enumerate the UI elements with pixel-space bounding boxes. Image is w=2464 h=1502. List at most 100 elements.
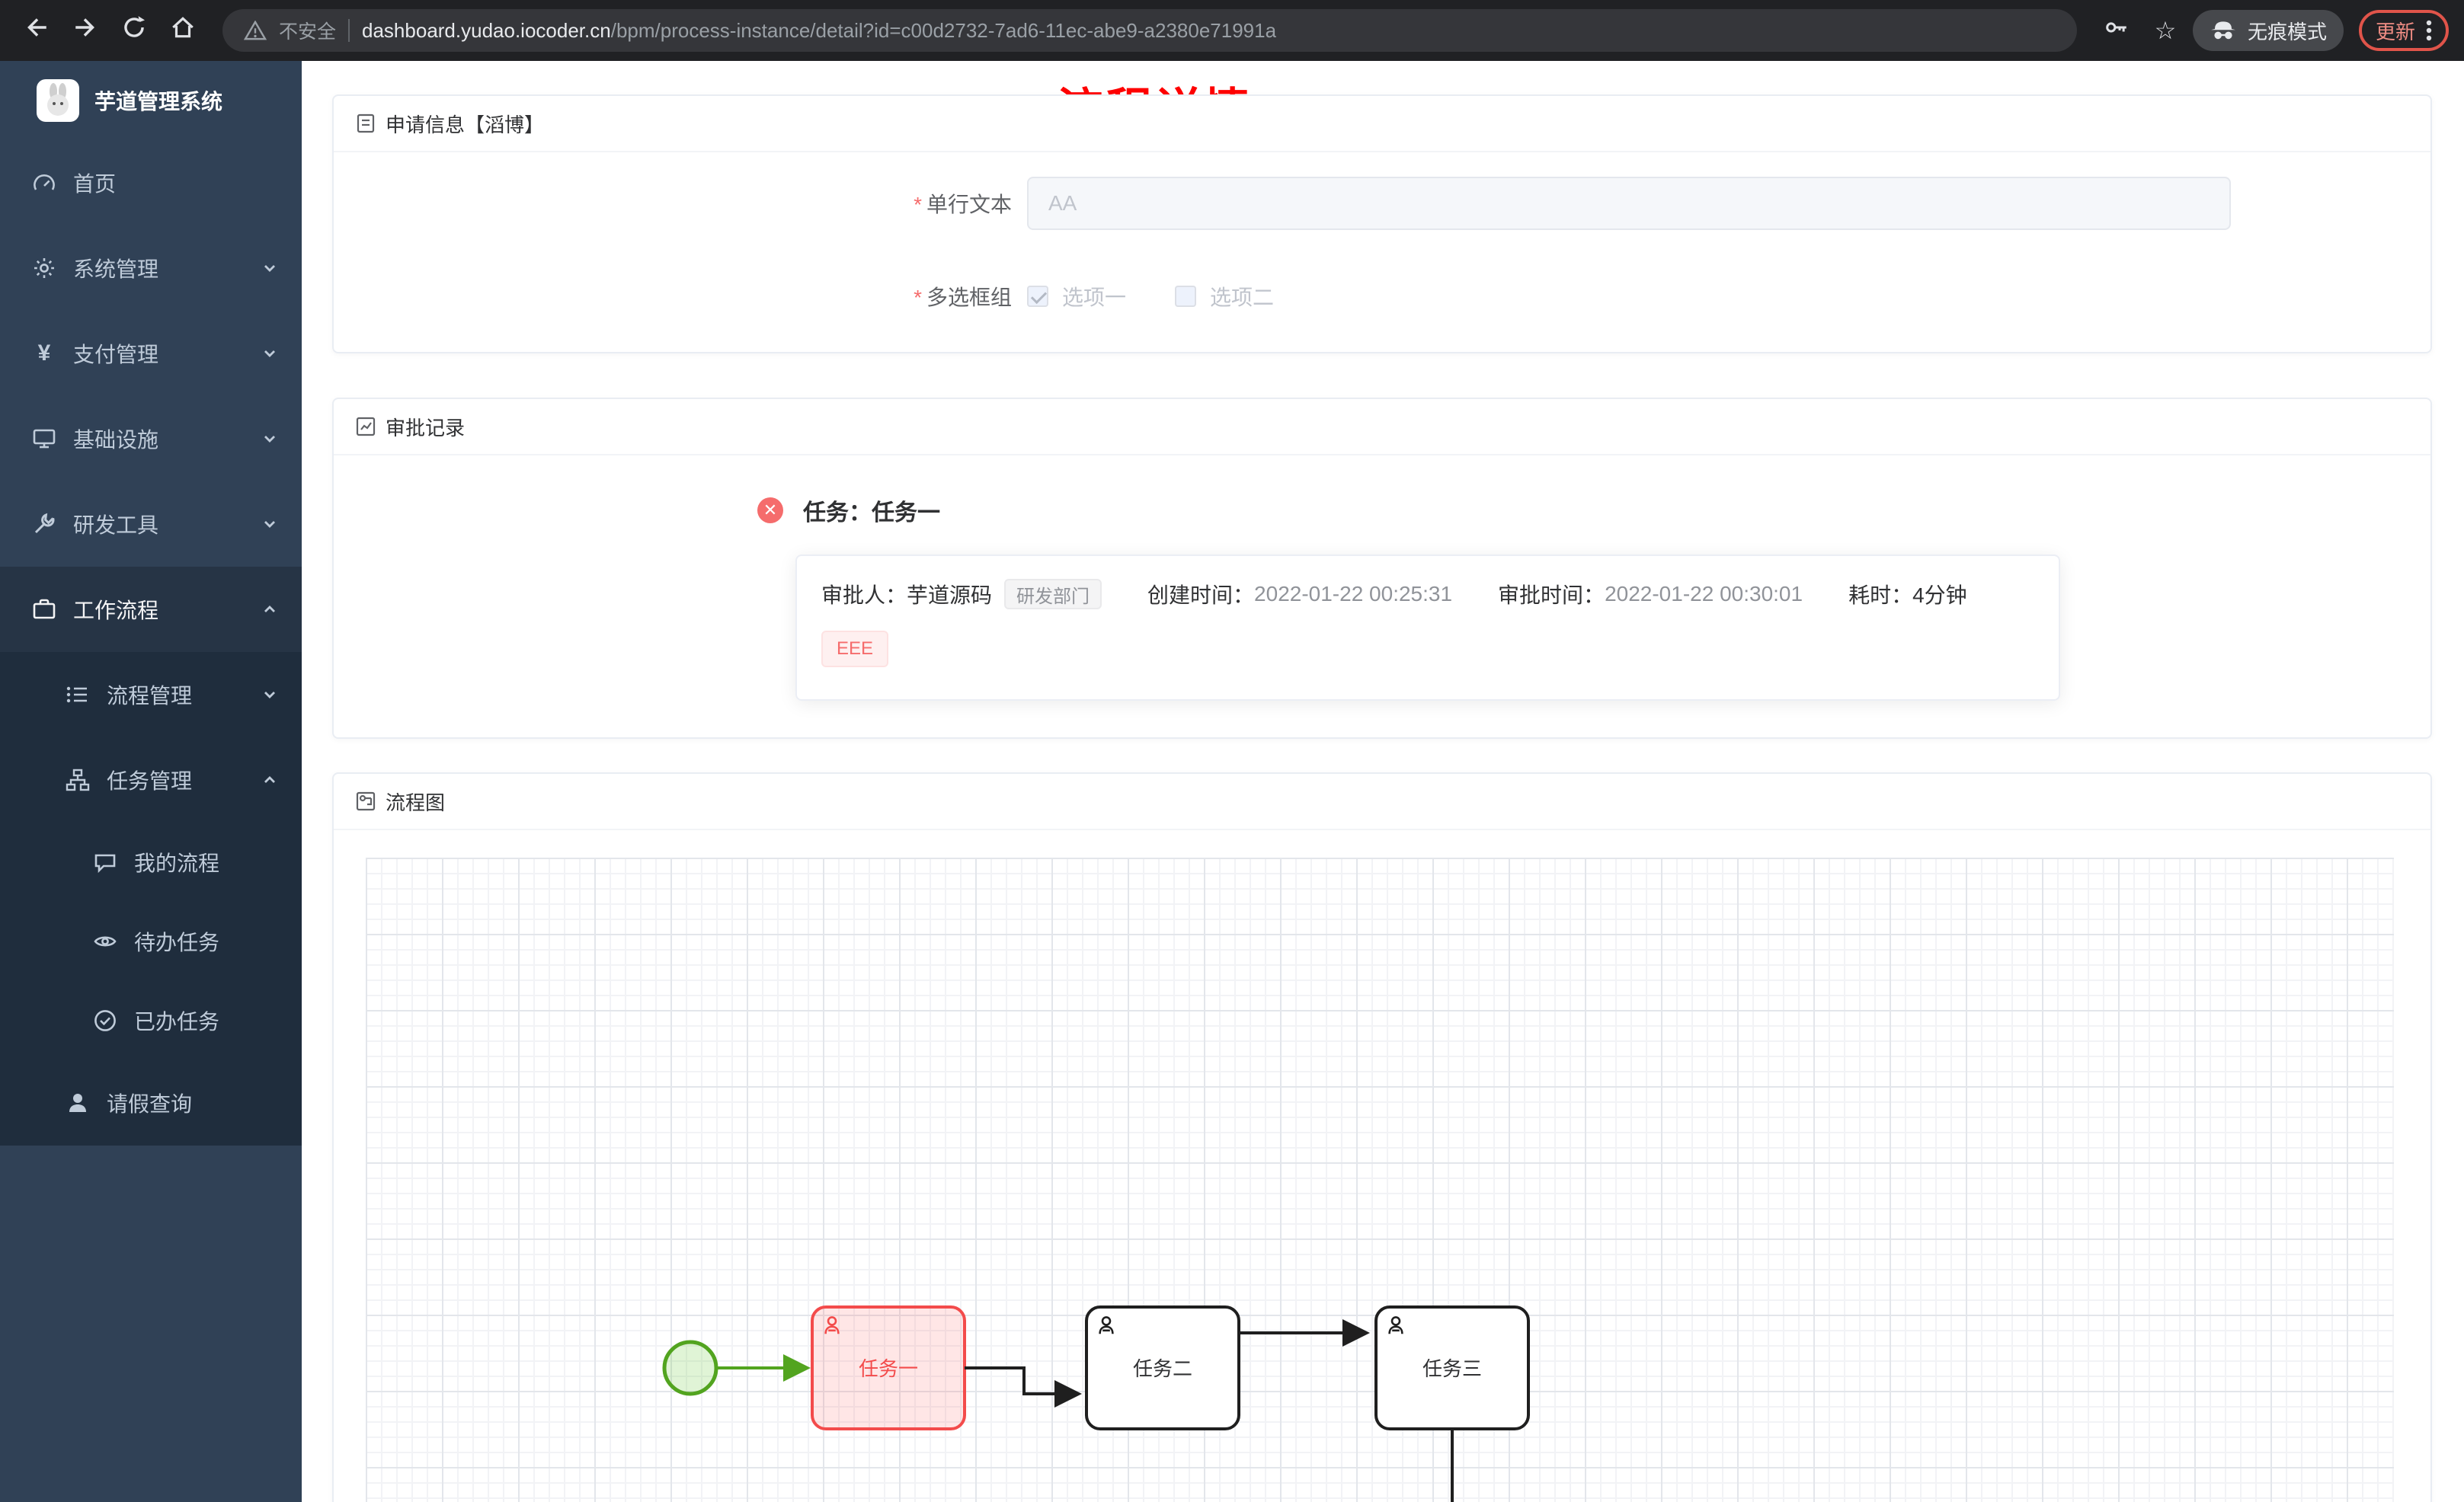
sidebar-item-process-mgmt[interactable]: 流程管理 [0,652,302,737]
approver-label: 审批人： [821,583,907,607]
checkbox-option-2: 选项二 [1175,281,1274,312]
warning-icon [244,21,267,40]
sidebar-item-label: 工作流程 [73,599,159,622]
page-url: dashboard.yudao.iocoder.cn/bpm/process-i… [362,19,1276,43]
chevron-down-icon [262,431,277,446]
checkbox-option-label: 选项二 [1210,286,1275,309]
process-diagram-card: 流程图 [332,772,2432,1502]
bpmn-canvas[interactable]: 任务一 任务二 [366,858,2394,1502]
sidebar-item-my-process[interactable]: 我的流程 [0,823,302,902]
sidebar-item-leave-query[interactable]: 请假查询 [0,1060,302,1146]
main-content[interactable]: 流程详情 申请信息【滔博】 *单行文本 *多选框组 选项一 [302,61,2464,1502]
back-button[interactable] [15,9,58,52]
approval-record-title: 审批记录 [386,416,466,439]
yen-icon: ¥ [37,340,51,366]
omnibox-divider [348,19,350,42]
duration-label: 耗时： [1848,583,1913,607]
incognito-badge: 无痕模式 [2192,10,2344,51]
security-label: 不安全 [279,21,337,43]
sidebar-item-label: 待办任务 [134,931,220,954]
browser-update-chip[interactable]: 更新 [2358,10,2449,51]
bpmn-flow-task1-to-task2 [965,1366,1082,1408]
sidebar-item-label: 请假查询 [107,1092,193,1116]
sidebar-item-label: 支付管理 [73,343,159,366]
document-icon [355,113,376,134]
dept-tag: 研发部门 [1004,579,1102,609]
sidebar-item-system[interactable]: 系统管理 [0,225,302,311]
single-line-text-input [1027,177,2231,230]
created-field: 创建时间： 2022-01-22 00:25:31 [1147,579,1452,609]
user-task-icon [1099,1316,1114,1334]
dashboard-icon [30,169,58,197]
home-button[interactable] [162,9,204,52]
approved-label: 审批时间： [1498,583,1605,607]
user-task-icon [1388,1316,1403,1334]
briefcase-icon [30,596,58,623]
wrench-icon [30,510,58,538]
bpmn-task-label: 任务三 [1422,1357,1482,1380]
back-icon [24,14,50,46]
sidebar-item-label: 基础设施 [73,428,159,452]
forward-button[interactable] [64,9,107,52]
approved-field: 审批时间： 2022-01-22 00:30:01 [1498,579,1803,609]
chat-icon [91,848,119,876]
chevron-down-icon [262,260,277,276]
password-key-button[interactable] [2095,9,2138,52]
duration-value: 4分钟 [1912,583,1967,607]
sidebar-item-label: 研发工具 [73,513,159,537]
sidebar-item-done-task[interactable]: 已办任务 [0,981,302,1060]
incognito-label: 无痕模式 [2247,20,2327,43]
apply-info-title: 申请信息【滔博】 [386,113,545,136]
gear-icon [30,254,58,282]
text-field-row: *单行文本 [867,177,2430,230]
sidebar-item-workflow[interactable]: 工作流程 [0,567,302,652]
sidebar-item-todo-task[interactable]: 待办任务 [0,902,302,981]
app-logo[interactable]: 芋道管理系统 [0,61,302,140]
approval-record-header: 审批记录 [334,399,2430,455]
forward-icon [72,14,98,46]
sidebar-item-home[interactable]: 首页 [0,140,302,225]
check-circle-icon [91,1007,119,1034]
error-circle-icon: ✕ [757,497,783,523]
text-field-label: *单行文本 [914,193,1012,216]
record-icon [355,416,376,437]
reload-button[interactable] [113,9,155,52]
reload-icon [121,14,147,46]
bookmark-button[interactable]: ☆ [2144,9,2187,52]
sidebar-item-task-mgmt[interactable]: 任务管理 [0,737,302,823]
checkbox-option-label: 选项一 [1062,286,1127,309]
sidebar-item-label: 我的流程 [134,852,220,875]
sidebar-item-infra[interactable]: 基础设施 [0,396,302,481]
home-icon [170,14,196,46]
checkbox-group-label: *多选框组 [914,286,1012,309]
update-label: 更新 [2375,20,2415,43]
required-mark: * [914,193,922,216]
url-path: /bpm/process-instance/detail?id=c00d2732… [610,18,1277,42]
sidebar-item-devtools[interactable]: 研发工具 [0,481,302,567]
sidebar-filler [0,1146,302,1502]
sidebar-item-label: 系统管理 [73,257,159,281]
user-icon [64,1089,91,1117]
bpmn-start-event[interactable] [662,1340,718,1396]
monitor-icon [30,425,58,452]
sidebar-item-label: 流程管理 [107,684,193,708]
checkbox-group-row: *多选框组 选项一 选项二 [867,270,2430,323]
app-title: 芋道管理系统 [94,90,223,113]
approval-detail-box: 审批人： 芋道源码 研发部门 创建时间： 2022-01-22 00:25:31… [795,554,2060,701]
chevron-up-icon [262,602,277,617]
chevron-up-icon [262,772,277,788]
eye-icon [91,928,119,955]
duration-field: 耗时： 4分钟 [1848,579,1967,609]
logo-avatar [37,79,79,122]
approver-name: 芋道源码 [907,583,993,607]
browser-toolbar: 不安全 dashboard.yudao.iocoder.cn/bpm/proce… [0,0,2464,61]
user-task-icon [824,1316,840,1334]
process-diagram-header: 流程图 [334,774,2430,830]
comment-tag: EEE [821,631,889,667]
checkbox-checked-icon [1027,286,1048,307]
sidebar-item-payment[interactable]: ¥ 支付管理 [0,311,302,396]
bpmn-task-label: 任务二 [1133,1357,1192,1380]
address-bar[interactable]: 不安全 dashboard.yudao.iocoder.cn/bpm/proce… [222,9,2077,52]
bpmn-task-node-2[interactable] [1085,1305,1240,1430]
